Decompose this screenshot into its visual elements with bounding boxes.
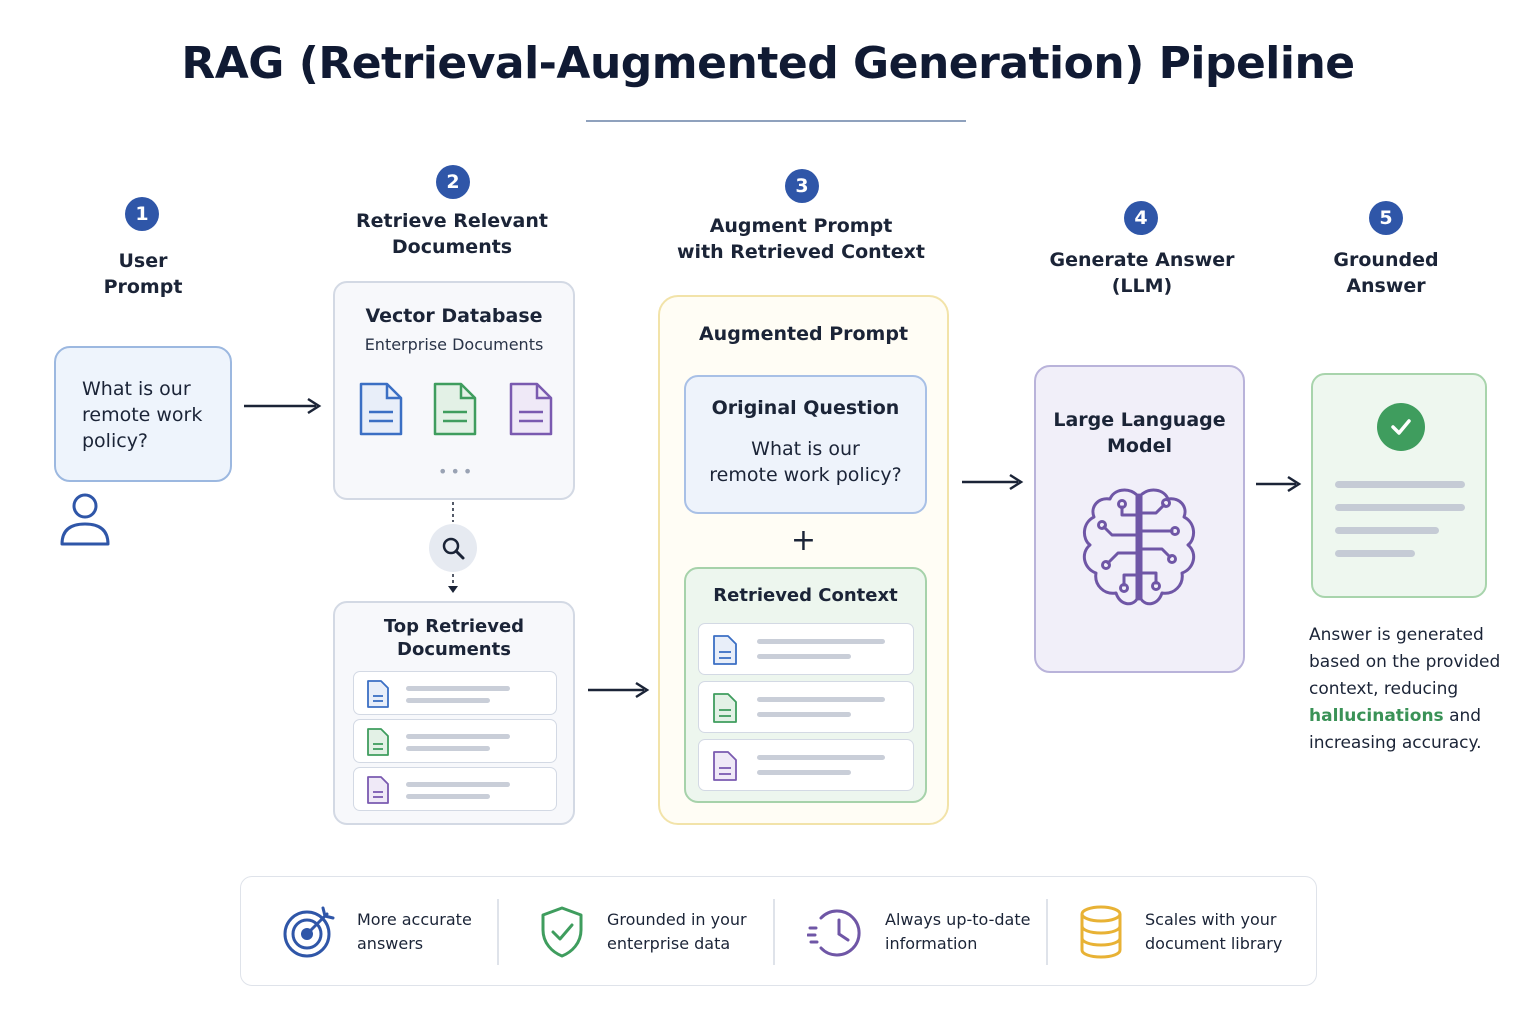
vector-database-subtitle: Enterprise Documents (364, 335, 544, 354)
list-item (353, 767, 557, 811)
vector-database-title: Vector Database (365, 305, 543, 327)
list-item (698, 681, 914, 733)
target-icon (283, 906, 335, 958)
plus-sign: + (790, 523, 817, 558)
step-1-label: User Prompt (103, 250, 183, 298)
flow-arrow-4 (1256, 475, 1302, 493)
benefit-scales: Scales with your document library (1077, 877, 1282, 987)
flow-arrow-1 (244, 397, 322, 415)
user-prompt-bubble: What is our remote work policy? (54, 346, 232, 482)
user-icon (58, 484, 114, 546)
document-icon (713, 693, 737, 723)
llm-title: Large Language Model (1053, 409, 1226, 457)
brain-circuit-icon (1082, 488, 1196, 606)
document-icon (359, 382, 403, 436)
augmented-prompt-card: Augmented Prompt Original Question What … (658, 295, 949, 825)
step-1-badge: 1 (125, 197, 159, 231)
clock-icon (807, 909, 861, 957)
page-title: RAG (Retrieval-Augmented Generation) Pip… (181, 38, 1355, 89)
step-4-label: Generate Answer (LLM) (1049, 249, 1235, 297)
document-icon (433, 382, 477, 436)
document-icon (367, 728, 389, 756)
step-5-label: Grounded Answer (1333, 249, 1439, 297)
flow-arrow-2 (588, 681, 650, 699)
step-2-badge: 2 (436, 165, 470, 199)
database-icon (1080, 905, 1122, 959)
hallucinations-highlight: hallucinations (1309, 706, 1444, 726)
step-4-badge: 4 (1124, 201, 1158, 235)
document-icon (509, 382, 553, 436)
title-divider (586, 120, 966, 122)
divider (773, 899, 775, 965)
augmented-prompt-title: Augmented Prompt (698, 323, 909, 345)
document-icon (713, 751, 737, 781)
retrieved-context-card: Retrieved Context (684, 567, 927, 803)
step-3-label: Augment Prompt with Retrieved Context (677, 215, 925, 263)
check-circle-icon (1377, 403, 1425, 451)
document-icon (713, 635, 737, 665)
grounded-answer-card (1311, 373, 1487, 598)
original-question-card: Original Question What is our remote wor… (684, 375, 927, 514)
document-icon (367, 776, 389, 804)
top-retrieved-documents-card: Top Retrieved Documents (333, 601, 575, 825)
step-2-label: Retrieve Relevant Documents (356, 210, 548, 258)
list-item (698, 739, 914, 791)
magnifier-icon (429, 524, 477, 572)
benefit-grounded-data: Grounded in your enterprise data (537, 877, 747, 987)
document-icon (367, 680, 389, 708)
step-5-badge: 5 (1369, 201, 1403, 235)
benefit-accurate-answers: More accurate answers (281, 877, 472, 987)
benefit-up-to-date: Always up-to-date information (807, 877, 1030, 987)
list-item (353, 719, 557, 763)
more-documents-ellipsis: ••• (438, 462, 476, 481)
list-item (353, 671, 557, 715)
divider (497, 899, 499, 965)
original-question-title: Original Question (711, 397, 900, 419)
top-retrieved-title: Top Retrieved Documents (383, 616, 525, 660)
step-3-badge: 3 (785, 169, 819, 203)
shield-check-icon (541, 906, 583, 958)
benefits-bar: More accurate answers Grounded in your e… (240, 876, 1317, 986)
flow-arrow-3 (962, 473, 1024, 491)
list-item (698, 623, 914, 675)
retrieval-connector (448, 502, 458, 593)
retrieved-context-title: Retrieved Context (713, 585, 898, 606)
vector-database-card: Vector Database Enterprise Documents (333, 281, 575, 500)
answer-description: Answer is generated based on the provide… (1309, 625, 1501, 753)
llm-card: Large Language Model (1034, 365, 1245, 673)
divider (1046, 899, 1048, 965)
original-question-text: What is our remote work policy? (709, 438, 902, 486)
